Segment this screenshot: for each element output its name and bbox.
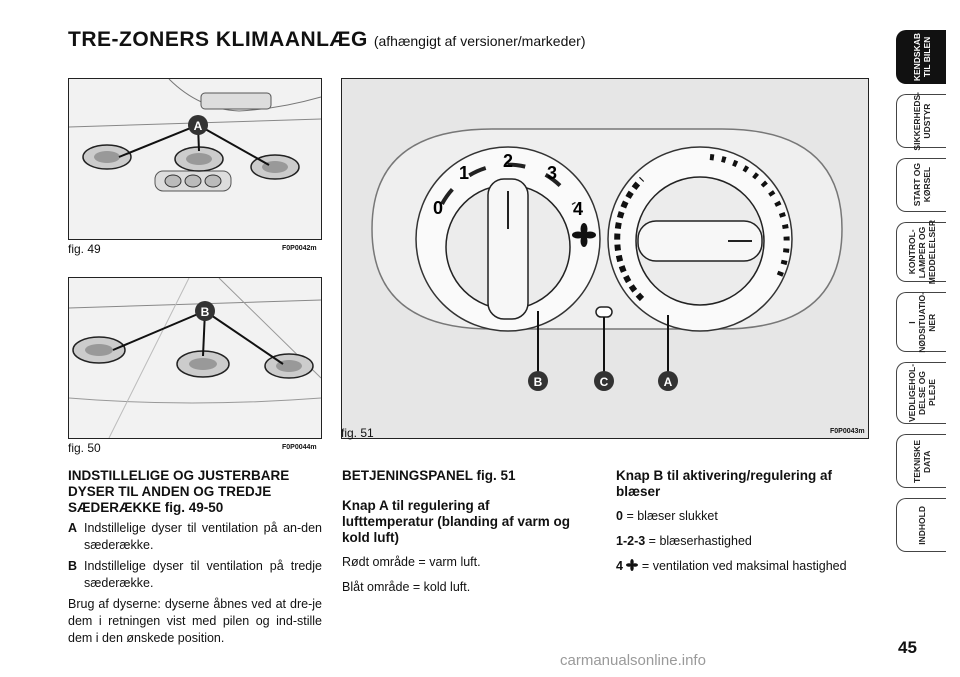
control-panel-illustration: 0 1 2 3 4 B C A (342, 79, 868, 438)
marker-b (195, 301, 215, 321)
fig50-code: F0P0044m (282, 444, 317, 451)
title-subtitle: (afhængigt af versioner/markeder) (373, 33, 586, 49)
chapter-sidebar: KENDSKAB TIL BILEN SIKKERHEDS- UDSTYR ST… (896, 30, 946, 562)
tab-start[interactable]: START OG KØRSEL (896, 158, 946, 212)
fig51-code: F0P0043m (830, 428, 865, 435)
tab-sikkerhed[interactable]: SIKKERHEDS- UDSTYR (896, 92, 946, 150)
figure-49: A (68, 78, 322, 240)
tab-noedsituationer[interactable]: I NØDSITUATIO- NER (896, 292, 946, 352)
svg-text:C: C (600, 375, 609, 389)
fan-row: 1-2-3 = blæserhastighed (616, 534, 752, 548)
section-heading-knob-a: Knap A til regulering af lufttemperatur … (342, 498, 571, 545)
column-panel: BETJENINGSPANEL fig. 51 Knap A til regul… (342, 468, 582, 600)
watermark: carmanualsonline.info (560, 652, 706, 669)
figure-51: 0 1 2 3 4 B C A (341, 78, 869, 439)
page-title: TRE-ZONERS KLIMAANLÆG (afhængigt af versi… (68, 28, 585, 52)
column-vents: INDSTILLELIGE OG JUSTERBARE DYSER TIL AN… (68, 468, 322, 651)
fan-row: 4 = ventilation ved maksimal hastighed (616, 559, 847, 573)
svg-text:1: 1 (459, 163, 469, 183)
tab-tekniske-data[interactable]: TEKNISKE DATA (896, 434, 946, 488)
marker-a (188, 115, 208, 135)
list-item: B Indstillelige dyser til ventilation på… (68, 559, 322, 590)
tab-vedligeholdelse[interactable]: VEDLIGEHOL- DELSE OG PLEJE (896, 362, 946, 424)
text-line: Blåt område = kold luft. (342, 580, 471, 594)
tab-kontrollamper[interactable]: KONTROL- LAMPER OG MEDDELELSER (896, 220, 946, 284)
svg-text:B: B (201, 305, 210, 319)
section-heading-panel: BETJENINGSPANEL fig. 51 (342, 468, 516, 483)
svg-text:4: 4 (573, 199, 583, 219)
list-item: A Indstillelige dyser til ventilation på… (68, 521, 322, 552)
vent-ceiling-illustration-b: B (69, 278, 321, 438)
usage-paragraph: Brug af dyserne: dyserne åbnes ved at dr… (68, 597, 322, 645)
svg-text:B: B (534, 375, 543, 389)
section-heading-knob-b: Knap B til aktivering/regulering af blæs… (616, 468, 833, 499)
column-knob-b: Knap B til aktivering/regulering af blæs… (616, 468, 876, 579)
fig50-label: fig. 50 (68, 441, 101, 455)
fig51-label: fig. 51 (341, 426, 374, 440)
fan-icon (572, 223, 596, 247)
page-number: 45 (898, 638, 917, 657)
fan-row: 0 = blæser slukket (616, 509, 718, 523)
section-heading-vents: INDSTILLELIGE OG JUSTERBARE DYSER TIL AN… (68, 468, 290, 515)
svg-text:A: A (664, 375, 673, 389)
tab-kendskab[interactable]: KENDSKAB TIL BILEN (896, 30, 946, 84)
fig49-label: fig. 49 (68, 242, 101, 256)
title-main: TRE-ZONERS KLIMAANLÆG (68, 28, 368, 51)
tab-indhold[interactable]: INDHOLD (896, 498, 946, 552)
figure-50: B (68, 277, 322, 439)
fan-icon (626, 559, 639, 571)
fig49-code: F0P0042m (282, 245, 317, 252)
svg-text:A: A (194, 119, 203, 133)
svg-text:3: 3 (547, 163, 557, 183)
svg-text:2: 2 (503, 151, 513, 171)
vent-ceiling-illustration-a: A (69, 79, 321, 239)
text-line: Rødt område = varm luft. (342, 555, 481, 569)
svg-text:0: 0 (433, 198, 443, 218)
